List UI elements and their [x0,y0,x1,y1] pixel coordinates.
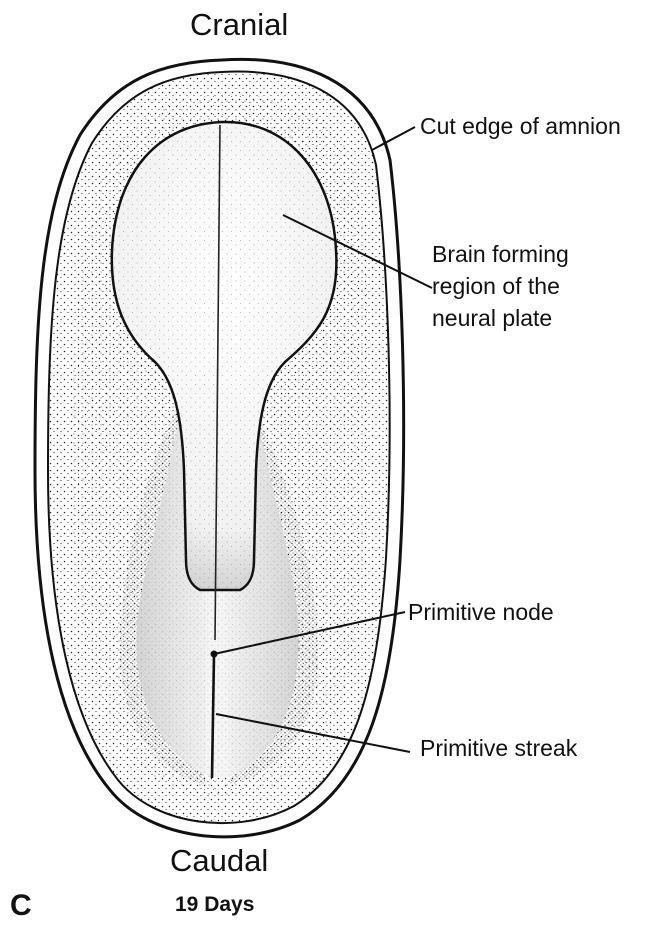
brain-label-line3: neural plate [432,304,552,333]
brain-label-line2: region of the [432,272,560,301]
cranial-label: Cranial [190,6,288,43]
amnion-label: Cut edge of amnion [420,112,621,141]
primitive-node-label: Primitive node [408,598,554,627]
panel-letter: C [10,888,32,924]
brain-label-line1: Brain forming [432,240,569,269]
primitive-streak-label: Primitive streak [420,734,577,763]
caudal-label: Caudal [170,842,268,879]
age-caption: 19 Days [175,892,254,917]
